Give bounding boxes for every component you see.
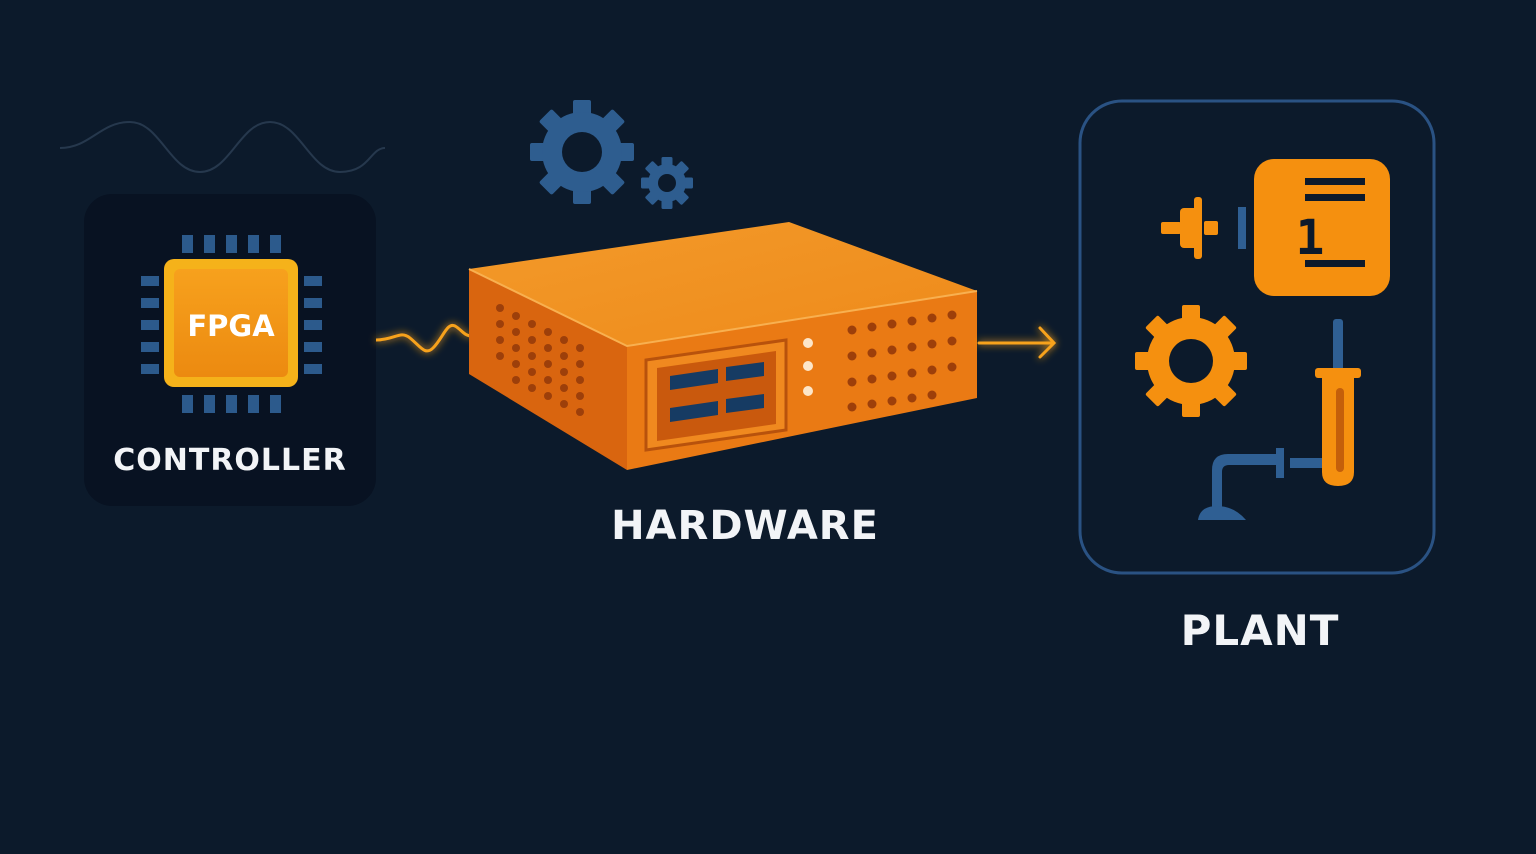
plant-panel: [1078, 99, 1436, 575]
plant-label: PLANT: [1180, 606, 1340, 655]
controller-label: CONTROLLER: [113, 443, 347, 478]
thermometer-icon: [1315, 319, 1361, 486]
display-digit: 1: [1296, 210, 1325, 266]
plug-icon: [1161, 197, 1246, 259]
hardware-label: HARDWARE: [611, 503, 879, 549]
signal-wave-icon: [375, 323, 473, 353]
hardware-box-icon: [468, 222, 978, 470]
display-panel-icon: [1254, 159, 1390, 296]
gear-small-icon: [641, 157, 693, 209]
gear-icon: [530, 100, 634, 204]
plant-gear-icon: [1135, 305, 1247, 417]
fpga-chip-icon: [164, 259, 298, 387]
pipe-icon: [1198, 448, 1322, 520]
fpga-chip-label: FPGA: [187, 309, 275, 343]
fpga-chip-pins: [141, 235, 322, 413]
arrow-right-icon: [977, 326, 1057, 359]
sine-wave-icon: [59, 120, 386, 174]
